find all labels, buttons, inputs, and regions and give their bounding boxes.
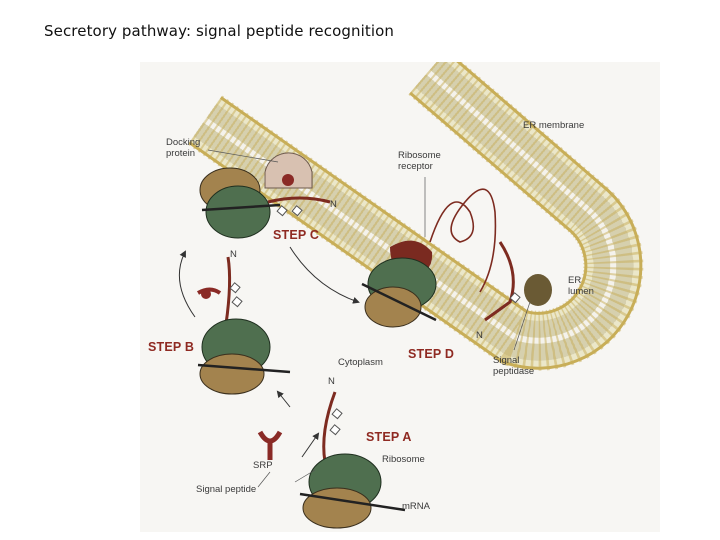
peptidase-label-line2: peptidase	[493, 366, 535, 377]
leader-lines	[207, 149, 531, 488]
lumen-label-line1: ER	[568, 275, 582, 286]
n-terminus-label-a: N	[328, 376, 335, 387]
docking-label-line2: protein	[166, 148, 196, 159]
step-b-complex	[196, 256, 291, 395]
srp-label: SRP	[253, 460, 273, 471]
cytoplasm-label: Cytoplasm	[338, 357, 383, 368]
step-a-complex	[257, 391, 406, 529]
docking-label-line1: Docking	[166, 137, 201, 148]
n-terminus-label-d: N	[476, 330, 483, 341]
slide-title: Secretory pathway: signal peptide recogn…	[44, 22, 394, 40]
docking-protein-label: Docking protein	[166, 137, 200, 159]
ribosome-label: Ribosome	[382, 454, 425, 465]
srp-pathway-figure: Docking protein ER membrane Ribosome rec…	[140, 49, 660, 532]
signal-peptide-label: Signal peptide	[196, 484, 257, 495]
pathway-arrows	[178, 246, 360, 458]
er-membrane-bilayer	[187, 49, 644, 371]
signal-peptidase-label: Signal peptidase	[493, 355, 534, 377]
step-a-label: STEP A	[366, 430, 412, 444]
receptor-label-line2: receptor	[398, 161, 433, 172]
n-terminus-label-c: N	[330, 199, 337, 210]
step-c-complex	[199, 152, 331, 239]
ribosome-receptor-label: Ribosome receptor	[398, 150, 441, 172]
lumen-label-line2: lumen	[568, 286, 594, 297]
mrna-label: mRNA	[402, 501, 430, 512]
receptor-label-line1: Ribosome	[398, 150, 441, 161]
figure-illustration	[178, 49, 644, 529]
er-lumen-label: ER lumen	[568, 275, 594, 297]
step-d-label: STEP D	[408, 347, 455, 361]
n-terminus-label-b: N	[230, 249, 237, 260]
step-c-label: STEP C	[273, 228, 320, 242]
step-b-label: STEP B	[148, 340, 195, 354]
er-membrane-label: ER membrane	[523, 120, 585, 131]
peptidase-label-line1: Signal	[493, 355, 520, 366]
step-d-complex	[361, 188, 552, 328]
